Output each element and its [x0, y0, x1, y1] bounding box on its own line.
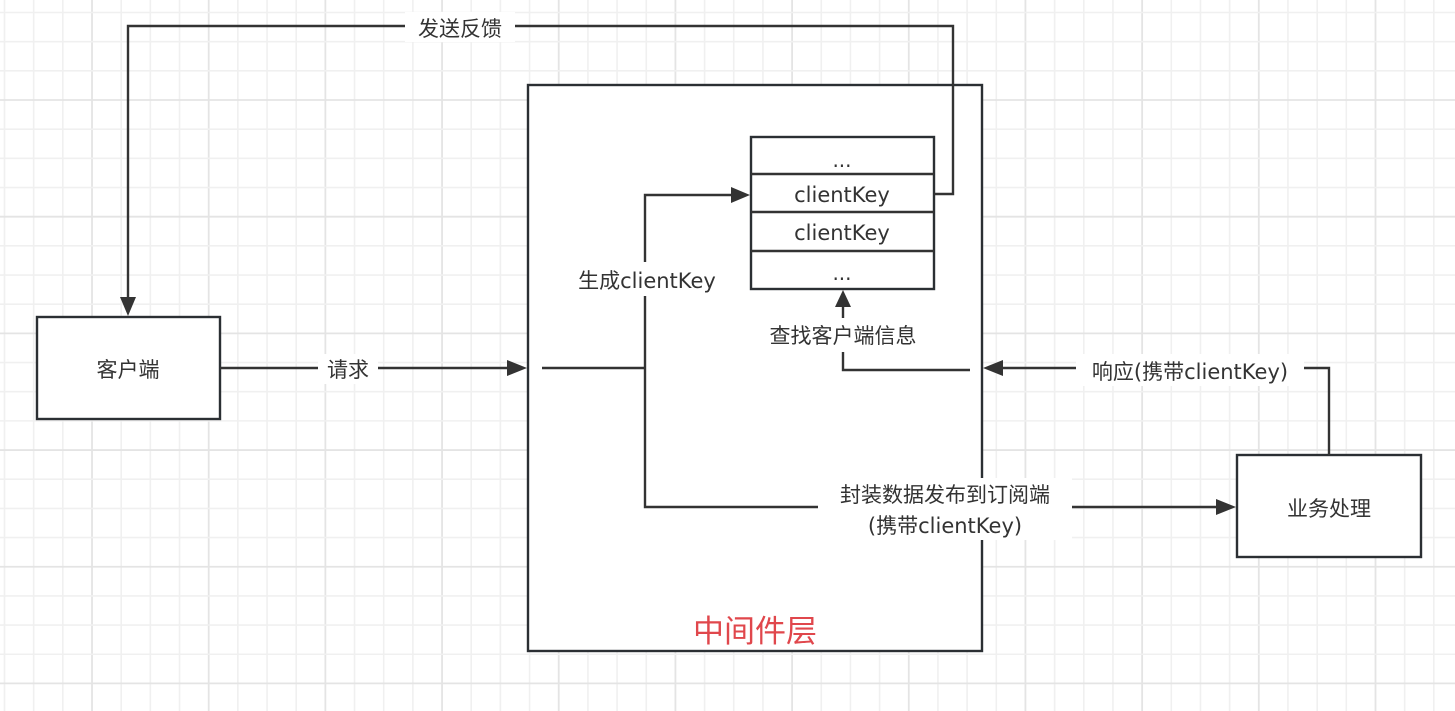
client-box[interactable]: [35, 315, 222, 421]
publish-edge[interactable]: 封装数据发布到订阅端 (携带clientKey): [643, 368, 1236, 540]
key-store-row: ...: [832, 148, 851, 172]
arrowhead-icon: [507, 360, 527, 376]
arrowhead-icon: [731, 187, 750, 203]
label-background: [318, 354, 378, 384]
arrowhead-icon: [1216, 499, 1236, 515]
response-edge[interactable]: 响应(携带clientKey): [983, 354, 1331, 455]
request-edge[interactable]: 请求: [220, 354, 527, 384]
request-label: 请求: [327, 358, 369, 382]
label-background: [405, 12, 515, 42]
arrowhead-icon: [120, 297, 136, 316]
key-store-row: clientKey: [794, 221, 890, 245]
client-label: 客户端: [97, 358, 160, 382]
label-background: [752, 318, 934, 352]
generate-key-edge[interactable]: 生成clientKey: [566, 187, 750, 368]
label-background: [1076, 354, 1304, 386]
key-store-row: clientKey: [794, 183, 890, 207]
feedback-edge[interactable]: 发送反馈: [120, 12, 955, 316]
generate-key-label: 生成clientKey: [578, 269, 716, 293]
arrowhead-icon: [835, 290, 851, 307]
business-processing-box[interactable]: [1235, 453, 1423, 559]
lookup-client-label: 查找客户端信息: [770, 324, 917, 348]
lookup-client-edge[interactable]: 查找客户端信息: [752, 290, 970, 372]
label-background: [566, 262, 728, 296]
arrowhead-icon: [983, 360, 1003, 376]
key-store-row: ...: [832, 261, 851, 285]
business-processing-label: 业务处理: [1287, 497, 1371, 521]
feedback-label: 发送反馈: [418, 17, 502, 41]
client-key-store[interactable]: ... clientKey clientKey ...: [749, 135, 936, 291]
middleware-layer-title: 中间件层: [693, 614, 817, 650]
publish-label-line2: (携带clientKey): [868, 514, 1022, 538]
label-background: [818, 478, 1072, 540]
response-label: 响应(携带clientKey): [1092, 360, 1288, 384]
publish-label-line1: 封装数据发布到订阅端: [840, 483, 1050, 507]
